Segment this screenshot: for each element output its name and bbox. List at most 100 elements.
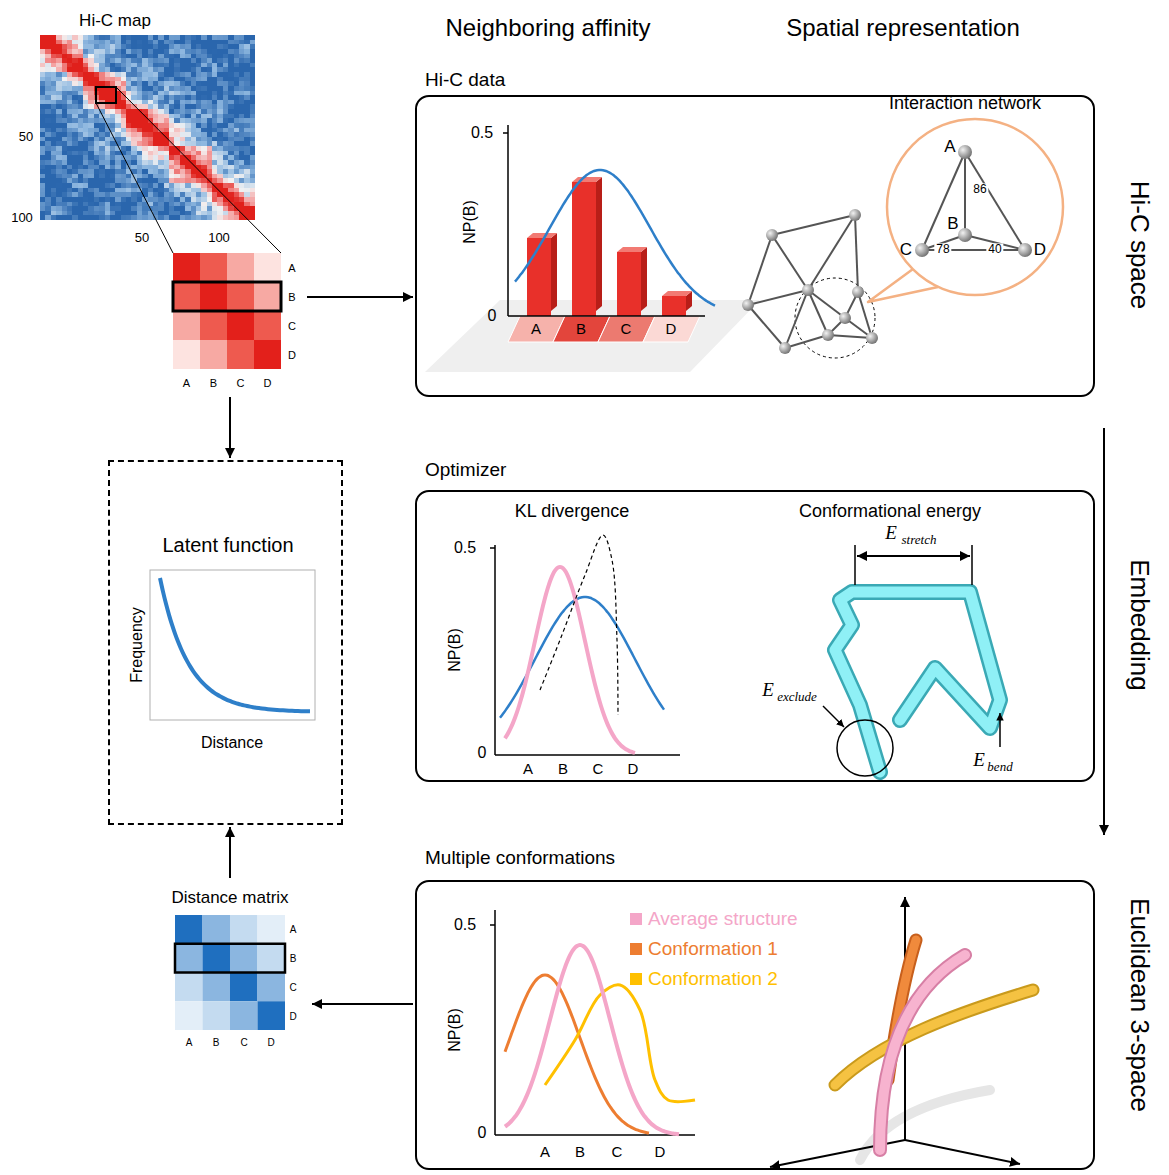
heatmap-cell [110,146,116,151]
heatmap-cell [158,155,164,160]
heatmap-cell [99,215,105,220]
heatmap-cell [88,109,94,114]
heatmap-cell [207,206,213,211]
heatmap-cell [223,86,229,91]
heatmap-cell [212,174,218,179]
heatmap-cell [239,35,245,40]
heatmap-cell [72,211,78,216]
heatmap-cell [67,192,73,197]
heatmap-cell [105,155,111,160]
heatmap-cell [88,40,94,45]
heatmap-cell [158,67,164,72]
heatmap-cell [174,192,180,197]
heatmap-cell [164,95,170,100]
heatmap-cell [228,40,234,45]
heatmap-cell [40,192,46,197]
heatmap-cell [83,141,89,146]
heatmap-cell [110,95,116,100]
heatmap-cell [153,192,159,197]
heatmap-cell [45,114,51,119]
heatmap-cell [126,81,132,86]
heatmap-cell [88,58,94,63]
drawing-part [662,291,692,296]
heatmap-cell [148,109,154,114]
heatmap-cell [153,100,159,105]
heatmap-cell [56,183,62,188]
heatmap-cell [239,63,245,68]
heatmap-cell [78,132,84,137]
heatmap-cell [228,137,234,142]
heatmap-cell [223,202,229,207]
heatmap-cell [40,183,46,188]
heatmap-cell [234,63,240,68]
heatmap-cell [250,44,256,49]
heatmap-cell [239,165,245,170]
heatmap-cell [158,174,164,179]
heatmap-cell [158,215,164,220]
network-node [779,342,791,354]
heatmap-cell [51,44,57,49]
axis-title: NP(B) [446,1008,464,1052]
heatmap-cell [83,40,89,45]
heatmap-cell [180,123,186,128]
heatmap-cell [164,197,170,202]
heatmap-cell [250,95,256,100]
heatmap-cell [185,151,191,156]
heatmap-cell [94,118,100,123]
heatmap-cell [153,86,159,91]
heatmap-cell [40,81,46,86]
polymer-tube [835,592,1000,772]
heatmap-cell [78,174,84,179]
heatmap-cell [62,141,68,146]
heatmap-cell [99,137,105,142]
heatmap-cell [62,40,68,45]
edge-weight: 40 [986,243,1003,256]
heatmap-cell [110,54,116,59]
heatmap-cell [223,58,229,63]
heatmap-cell [185,118,191,123]
heatmap-cell [51,146,57,151]
heatmap-cell [207,215,213,220]
heatmap-cell [191,211,197,216]
axis-tick: 0.5 [471,124,493,142]
heatmap-cell [169,188,175,193]
heatmap-cell [174,128,180,133]
heatmap-cell [142,123,148,128]
heatmap-cell [83,211,89,216]
heatmap-cell [88,192,94,197]
heatmap-cell [201,197,207,202]
heatmap-cell [223,63,229,68]
node-label: D [1034,241,1046,260]
heatmap-cell [62,132,68,137]
heatmap-cell [180,211,186,216]
heatmap-cell [110,123,116,128]
heatmap-cell [244,63,250,68]
heatmap-cell [180,44,186,49]
heatmap-cell [244,91,250,96]
heatmap-cell [51,91,57,96]
heatmap-cell [223,155,229,160]
heatmap-cell [217,169,223,174]
heatmap-cell [234,91,240,96]
heatmap-cell [51,72,57,77]
heatmap-cell [169,67,175,72]
interaction-network [742,209,878,354]
heatmap-cell [110,72,116,77]
heatmap-cell [180,49,186,54]
heatmap-cell [137,169,143,174]
heatmap-cell [191,100,197,105]
heatmap-cell [45,188,51,193]
heatmap-cell [62,49,68,54]
heatmap-cell [244,114,250,119]
heatmap-cell [223,128,229,133]
heatmap-cell [191,77,197,82]
heatmap-cell [239,49,245,54]
heatmap-cell [88,178,94,183]
heatmap-cell [191,169,197,174]
heatmap-cell [244,67,250,72]
heatmap-cell [83,77,89,82]
network-edge [858,292,872,338]
heatmap-cell [228,100,234,105]
heatmap-cell [142,160,148,165]
heatmap-cell [83,114,89,119]
